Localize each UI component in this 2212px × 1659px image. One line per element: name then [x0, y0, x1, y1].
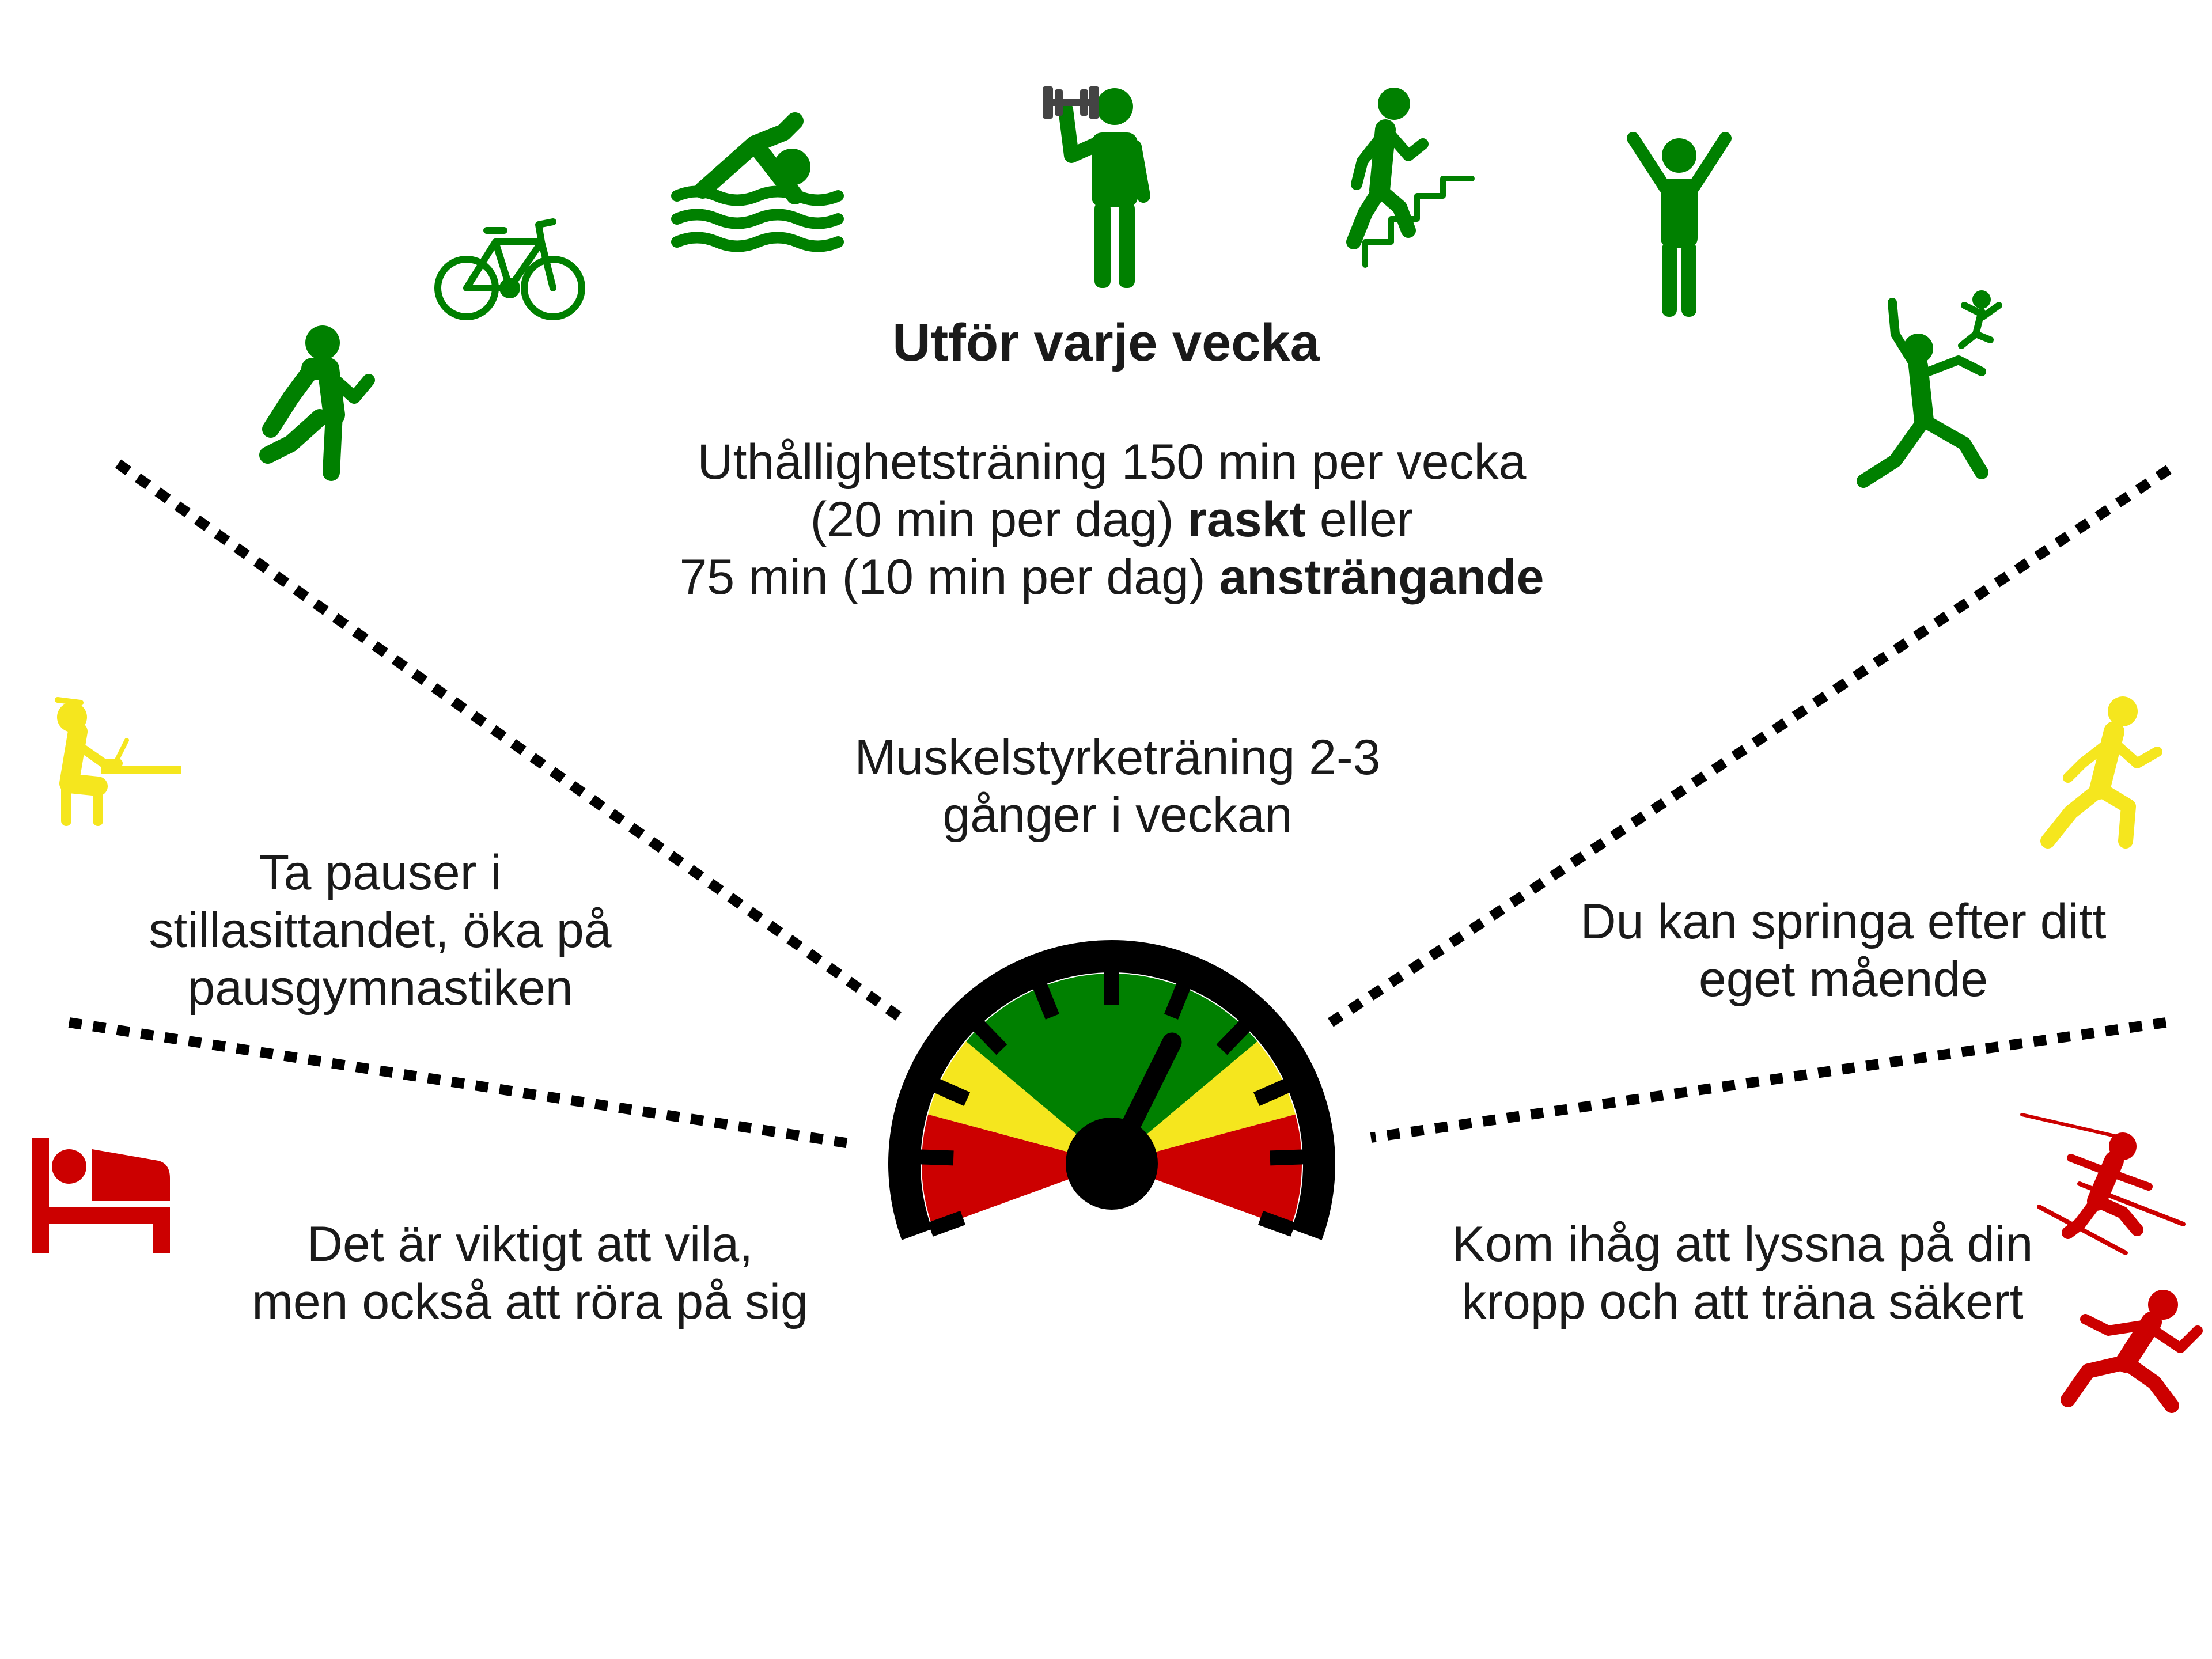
skier-icon: [2020, 1113, 2186, 1255]
page-title: Utför varje vecka: [892, 313, 1320, 372]
right-upper-line-2: eget mående: [1698, 952, 1988, 1007]
gauge-tick: [1216, 1019, 1252, 1055]
gauge-zone-red: [1112, 1114, 1302, 1229]
right-upper-line-1: Du kan springa efter ditt: [1580, 894, 2107, 949]
gauge-tick: [932, 1078, 971, 1107]
right-lower-line-2: kropp och att träna säkert: [1461, 1274, 2024, 1330]
left-lower-line-1: Det är viktigt att vila,: [306, 1217, 753, 1272]
speedometer-gauge: [888, 940, 1335, 1240]
jogger-icon: [2040, 696, 2162, 849]
endurance-line-1: Uthållighetsträning 150 min per vecka: [697, 434, 1527, 490]
gauge-tick: [1257, 1210, 1296, 1237]
right-lower-line-1: Kom ihåg att lyssna på din: [1452, 1217, 2033, 1272]
gauge-zone-red: [922, 1114, 1112, 1229]
divider-left-upper: [115, 459, 911, 1027]
left-upper-text: Ta pauser i stillasittandet, öka på paus…: [69, 844, 691, 1017]
desk-worker-icon: [55, 697, 181, 826]
strength-text: Muskelstyrketräning 2-3 gånger i veckan: [766, 729, 1469, 844]
strength-line-1: Muskelstyrketräning 2-3: [854, 730, 1381, 785]
dancer-icon: [1857, 290, 2002, 488]
gauge-zone-green: [966, 974, 1257, 1164]
swimmer-icon: [671, 112, 844, 252]
right-lower-text: Kom ihåg att lyssna på din kropp och att…: [1382, 1215, 2103, 1331]
sprinter-icon: [2061, 1290, 2203, 1413]
left-upper-line-2: stillasittandet, öka på: [149, 903, 612, 958]
strength-line-2: gånger i veckan: [942, 787, 1293, 843]
gauge-tick: [1253, 1078, 1291, 1107]
gauge-tick: [972, 1019, 1007, 1055]
gauge-tick: [1164, 982, 1191, 1020]
gauge-hub: [1066, 1118, 1158, 1210]
left-upper-line-1: Ta pauser i: [259, 845, 502, 900]
gauge-tick: [1270, 1149, 1305, 1166]
stairs-climber-icon: [1346, 88, 1475, 268]
bicycle-icon: [434, 218, 585, 320]
bed-icon: [32, 1138, 170, 1253]
gauge-zone-yellow: [928, 1041, 1112, 1164]
right-upper-text: Du kan springa efter ditt eget mående: [1498, 893, 2189, 1008]
left-upper-line-3: pausgymnastiken: [187, 960, 573, 1016]
gauge-tick: [1032, 982, 1060, 1020]
gauge-rim: [888, 940, 1335, 1240]
endurance-line-3: 75 min (10 min per dag) ansträngande: [679, 550, 1544, 605]
weightlifter-icon: [1043, 86, 1150, 288]
gauge-zone-yellow: [1112, 1041, 1296, 1164]
divider-left-lower: [68, 1017, 851, 1149]
left-lower-text: Det är viktigt att vila, men också att r…: [184, 1215, 876, 1331]
endurance-line-2: (20 min per dag) raskt eller: [810, 492, 1414, 547]
endurance-text: Uthållighetsträning 150 min per vecka (2…: [565, 433, 1659, 606]
arms-up-person-icon: [1627, 132, 1732, 317]
runner-icon: [259, 325, 375, 481]
left-lower-line-2: men också att röra på sig: [252, 1274, 808, 1330]
gauge-tick: [918, 1149, 954, 1166]
gauge-tick: [927, 1210, 966, 1237]
